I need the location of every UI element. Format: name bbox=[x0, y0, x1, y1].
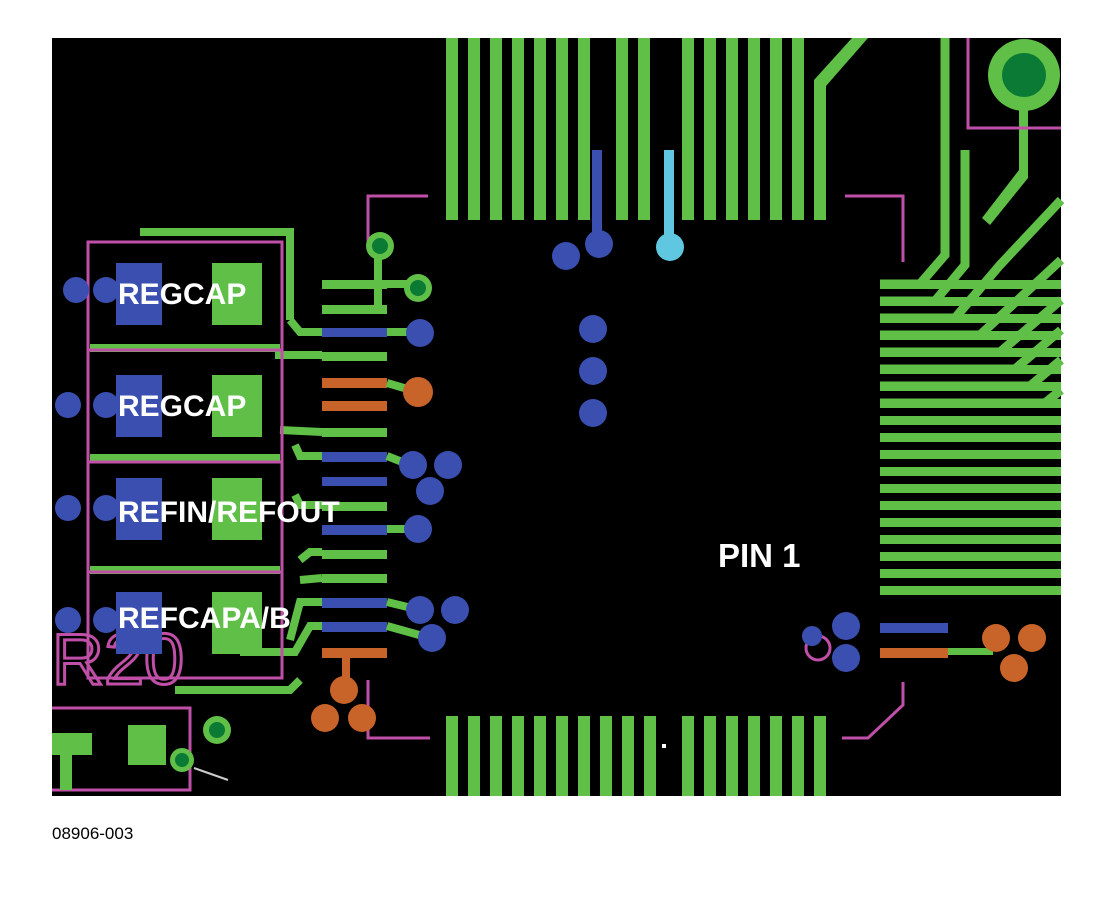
silkscreen-outlines bbox=[52, 38, 1061, 792]
lightblue-top-trace bbox=[664, 150, 674, 245]
orange-left-stub bbox=[342, 658, 350, 683]
large-via-trace-diag bbox=[982, 170, 1028, 225]
top-right-trace bbox=[814, 38, 868, 86]
large-via-trace bbox=[1019, 108, 1028, 178]
label-regcap-1: REGCAP bbox=[118, 278, 246, 311]
orange-right-trace bbox=[880, 648, 948, 658]
green-right-stub bbox=[948, 648, 993, 655]
lightblue-via bbox=[656, 233, 684, 261]
figure-id: 08906-003 bbox=[52, 824, 134, 843]
label-refin-refout: REFIN/REFOUT bbox=[118, 496, 340, 529]
right-fanout-traces bbox=[880, 38, 1065, 408]
capacitor-pads bbox=[52, 263, 262, 790]
green-vias bbox=[170, 232, 432, 772]
label-regcap-2: REGCAP bbox=[118, 390, 246, 423]
pin1-dot bbox=[662, 744, 666, 748]
bottom-pin-row bbox=[446, 716, 826, 796]
left-pin-row bbox=[322, 280, 387, 658]
label-pin1: PIN 1 bbox=[718, 537, 801, 574]
blue-right-trace bbox=[880, 623, 948, 633]
blue-top-trace bbox=[592, 150, 602, 245]
grey-wire bbox=[193, 767, 229, 781]
orange-vias bbox=[311, 377, 1046, 732]
large-via-center bbox=[1002, 53, 1046, 97]
blue-vias bbox=[55, 230, 860, 672]
label-refcapa-b: REFCAPA/B bbox=[118, 602, 291, 635]
top-pin-row bbox=[446, 38, 826, 220]
